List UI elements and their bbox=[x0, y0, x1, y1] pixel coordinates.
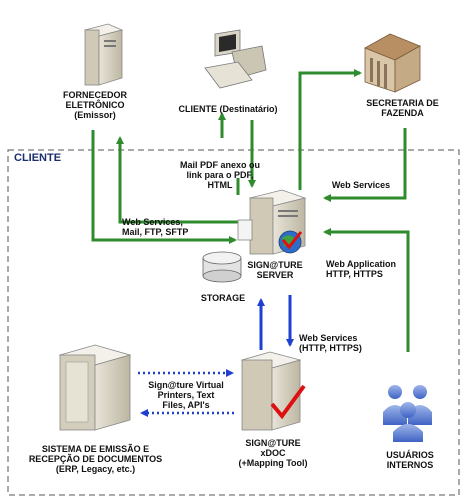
secretaria-label-line: FAZENDA bbox=[381, 108, 424, 118]
fornecedor-label-line: (Emissor) bbox=[74, 110, 116, 120]
edge-label-mail-pdf-line: HTML bbox=[207, 180, 233, 190]
sistema-label-line: SISTEMA DE EMISSÃO E bbox=[41, 444, 150, 454]
xdoc-label-line: xDOC bbox=[260, 448, 286, 458]
cliente-computer-icon bbox=[204, 29, 267, 89]
arrow-server-to-secretaria bbox=[298, 69, 362, 190]
edge-label-web-services-http: Web Services(HTTP, HTTPS) bbox=[299, 333, 379, 353]
sistema-cabinet-icon bbox=[58, 344, 132, 431]
xdoc-label-line: SIGN@TURE bbox=[245, 438, 301, 448]
edge-label-web-services-ftp-line: Web Services, bbox=[122, 217, 183, 227]
storage-cylinder-icon bbox=[202, 251, 242, 283]
secretaria-building-icon bbox=[364, 33, 421, 93]
arrow-server-to-fornecedor bbox=[116, 136, 248, 224]
arrow-secretaria-to-server bbox=[323, 128, 407, 202]
secretaria-label-line: SECRETARIA DE bbox=[366, 98, 439, 108]
arrow-fornecedor-to-server bbox=[91, 130, 237, 244]
sistema-label-line: (ERP, Legacy, etc.) bbox=[55, 464, 136, 474]
usuarios-group-icon bbox=[383, 385, 432, 442]
fornecedor-label-line: FORNECEDOR bbox=[62, 90, 127, 100]
edge-label-web-services-ftp-line: Mail, FTP, SFTP bbox=[122, 227, 189, 237]
arrow-usuarios-to-server bbox=[323, 228, 410, 352]
usuarios-label-line: USUÁRIOS bbox=[386, 450, 434, 460]
cliente-label: CLIENTE (Destinatário) bbox=[168, 104, 288, 114]
storage-label: STORAGE bbox=[188, 293, 258, 303]
edge-label-virtual-printers-line: Sign@ture Virtual bbox=[148, 380, 224, 390]
server-label-line: SIGN@TURE bbox=[247, 260, 303, 270]
fornecedor-label-line: ELETRÔNICO bbox=[65, 100, 125, 110]
edge-label-virtual-printers-line: Files, API's bbox=[162, 400, 210, 410]
edge-label-mail-pdf-line: Mail PDF anexo ou bbox=[179, 160, 260, 170]
sistema-label-line: RECEPÇÃO DE DOCUMENTOS bbox=[28, 454, 163, 464]
edge-label-web-services-http-line: Web Services bbox=[299, 333, 358, 343]
edge-label-web-services-sefaz: Web Services bbox=[326, 180, 396, 190]
edge-label-web-application-line: Web Application bbox=[326, 259, 397, 269]
client-boundary-label: CLIENTE bbox=[14, 152, 62, 164]
cliente-label-line: CLIENTE (Destinatário) bbox=[178, 104, 278, 114]
xdoc-label-line: (+Mapping Tool) bbox=[238, 458, 308, 468]
fornecedor-server-icon bbox=[83, 23, 124, 86]
client-boundary bbox=[7, 149, 460, 496]
edge-label-virtual-printers-line: Printers, Text bbox=[157, 390, 215, 400]
storage-label-line: STORAGE bbox=[200, 293, 246, 303]
edge-label-web-services-http-line: (HTTP, HTTPS) bbox=[299, 343, 362, 353]
edge-label-web-services-ftp: Web Services,Mail, FTP, SFTP bbox=[122, 217, 222, 237]
edge-label-web-application-line: HTTP, HTTPS bbox=[326, 269, 383, 279]
edge-label-web-services-sefaz-line: Web Services bbox=[331, 180, 391, 190]
signature-server-icon bbox=[237, 189, 307, 255]
usuarios-label-line: INTERNOS bbox=[386, 460, 434, 470]
server-label-line: SERVER bbox=[256, 270, 294, 280]
xdoc-server-icon bbox=[240, 351, 306, 431]
edge-label-mail-pdf-line: link para o PDF, bbox=[186, 170, 254, 180]
